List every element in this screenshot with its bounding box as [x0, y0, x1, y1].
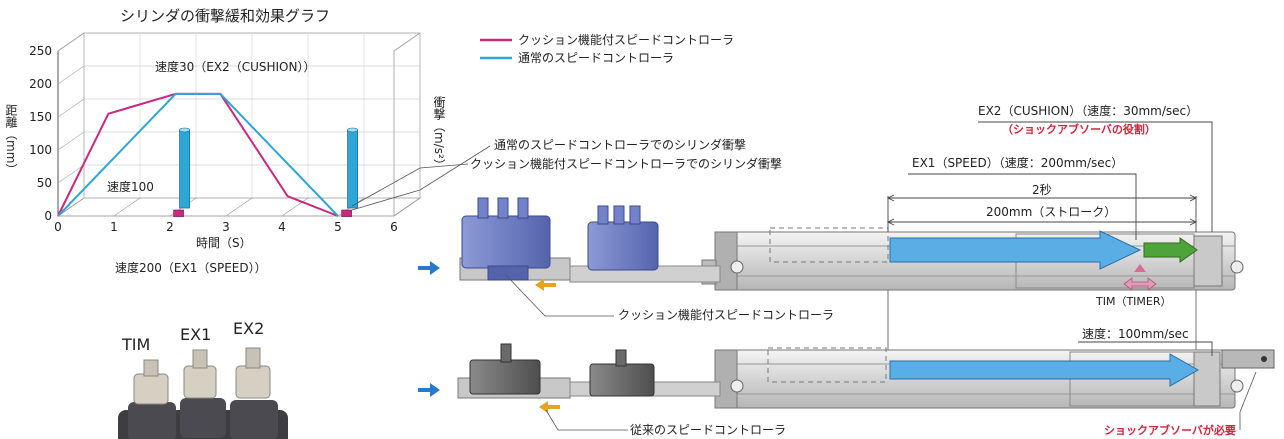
time-label: 2秒 — [1032, 183, 1052, 197]
x-tick-label: 0 — [54, 220, 62, 234]
impact-bar-normal-top — [179, 127, 190, 133]
top-cylinder — [701, 227, 1244, 291]
knob-label-ex1: EX1 — [180, 325, 212, 344]
cushion-controller-label: クッション機能付スピードコントローラ — [618, 308, 835, 322]
chart-lines — [57, 92, 339, 217]
impact-bar-normal — [179, 129, 191, 209]
exhaust-arrow-icon — [535, 279, 556, 291]
callout-cushion-impact: クッション機能付スピードコントローラでのシリンダ衝撃 — [470, 157, 783, 171]
speed-arrow — [889, 230, 1142, 270]
y-axis-label: 距離（mm） — [4, 104, 22, 175]
cushion-speed-controller — [459, 197, 721, 283]
y-tick-label: 50 — [37, 176, 52, 190]
impact-bar-normal — [347, 129, 359, 209]
chart-title: シリンダの衝撃緩和効果グラフ — [120, 7, 331, 25]
cushion-arrow — [1143, 237, 1198, 263]
knob-label-tim: TIM — [122, 335, 151, 354]
y-tick-label: 250 — [29, 44, 52, 58]
legend-swatches — [480, 38, 512, 60]
y-grid-depth — [57, 164, 85, 184]
bottom-speed-leader — [1078, 341, 1213, 356]
x-grid-depth — [393, 197, 421, 217]
chart-right-top-depth — [393, 32, 421, 52]
y-grid-depth — [57, 98, 85, 118]
y-tick-label: 0 — [44, 209, 52, 223]
ex2-role-label: （ショックアブソーバの役割） — [1002, 123, 1156, 136]
timer-marker-icon — [1134, 264, 1146, 272]
annotation-speed100: 速度100 — [107, 180, 154, 194]
x-tick-label: 3 — [222, 220, 230, 234]
knob-label-ex2: EX2 — [233, 319, 265, 338]
impact-bar-normal-top — [347, 127, 358, 133]
x-tick-label: 1 — [110, 220, 118, 234]
y2-axis-label-text: 衝撃（m/s²） — [432, 96, 446, 171]
x-grid-depth — [281, 197, 309, 217]
controller-leader — [504, 273, 614, 317]
ex2-label: EX2（CUSHION）（速度：30mm/sec） — [978, 104, 1199, 118]
bottom-controller-leader — [545, 409, 628, 431]
tim-label: TIM（TIMER） — [1096, 295, 1172, 308]
bottom-inflow-arrow-icon — [418, 383, 440, 397]
callout-normal-impact: 通常のスピードコントローラでのシリンダ衝撃 — [494, 138, 747, 152]
x-grid-depth — [113, 197, 141, 217]
annotation-speed200: 速度200（EX1（SPEED）） — [115, 261, 267, 275]
impact-chart: 050100150200250012345605101520 — [29, 32, 422, 234]
impact-bar-cushion — [341, 209, 352, 217]
x-tick-label: 2 — [166, 220, 174, 234]
y-tick-label: 200 — [29, 77, 52, 91]
stroke-label: 200mm（ストローク） — [986, 205, 1117, 219]
x-tick-label: 5 — [334, 220, 342, 234]
ex1-label: EX1（SPEED）（速度：200mm/sec） — [912, 156, 1124, 170]
bottom-speed-arrow — [889, 353, 1200, 387]
x-tick-label: 4 — [278, 220, 286, 234]
absorber-required-label: ショックアブソーバが必要 — [1104, 424, 1236, 437]
legend-normal: 通常のスピードコントローラ — [518, 51, 675, 65]
x-tick-label: 6 — [390, 220, 398, 234]
series-line-normal — [57, 92, 339, 217]
y-grid-depth — [57, 65, 85, 85]
y-tick-label: 100 — [29, 143, 52, 157]
x-grid-depth — [57, 197, 85, 217]
bottom-exhaust-arrow-icon — [539, 401, 560, 413]
conventional-controller-label: 従来のスピードコントローラ — [630, 423, 787, 437]
y-tick-label: 150 — [29, 110, 52, 124]
conventional-speed-controller — [457, 343, 721, 399]
x-axis-label: 時間（S） — [196, 236, 252, 250]
bottom-cylinder — [714, 347, 1275, 409]
chart-ticks: 050100150200250012345605101520 — [29, 44, 398, 234]
y-grid-depth — [57, 131, 85, 151]
absorber-leader — [1239, 371, 1257, 430]
impact-bar-cushion — [173, 209, 184, 217]
y-axis-label-text: 距離（mm） — [4, 104, 18, 176]
y-grid-depth — [57, 32, 85, 52]
y2-axis-label: 衝撃（m/s²） — [432, 96, 450, 171]
timer-double-arrow-icon — [1123, 277, 1157, 291]
annotation-speed30: 速度30（EX2（CUSHION）） — [155, 60, 316, 74]
legend-cushion: クッション機能付スピードコントローラ — [518, 33, 735, 47]
product-knobs-photo — [118, 347, 288, 439]
bottom-speed-label: 速度：100mm/sec — [1082, 327, 1189, 341]
x-grid-depth — [225, 197, 253, 217]
